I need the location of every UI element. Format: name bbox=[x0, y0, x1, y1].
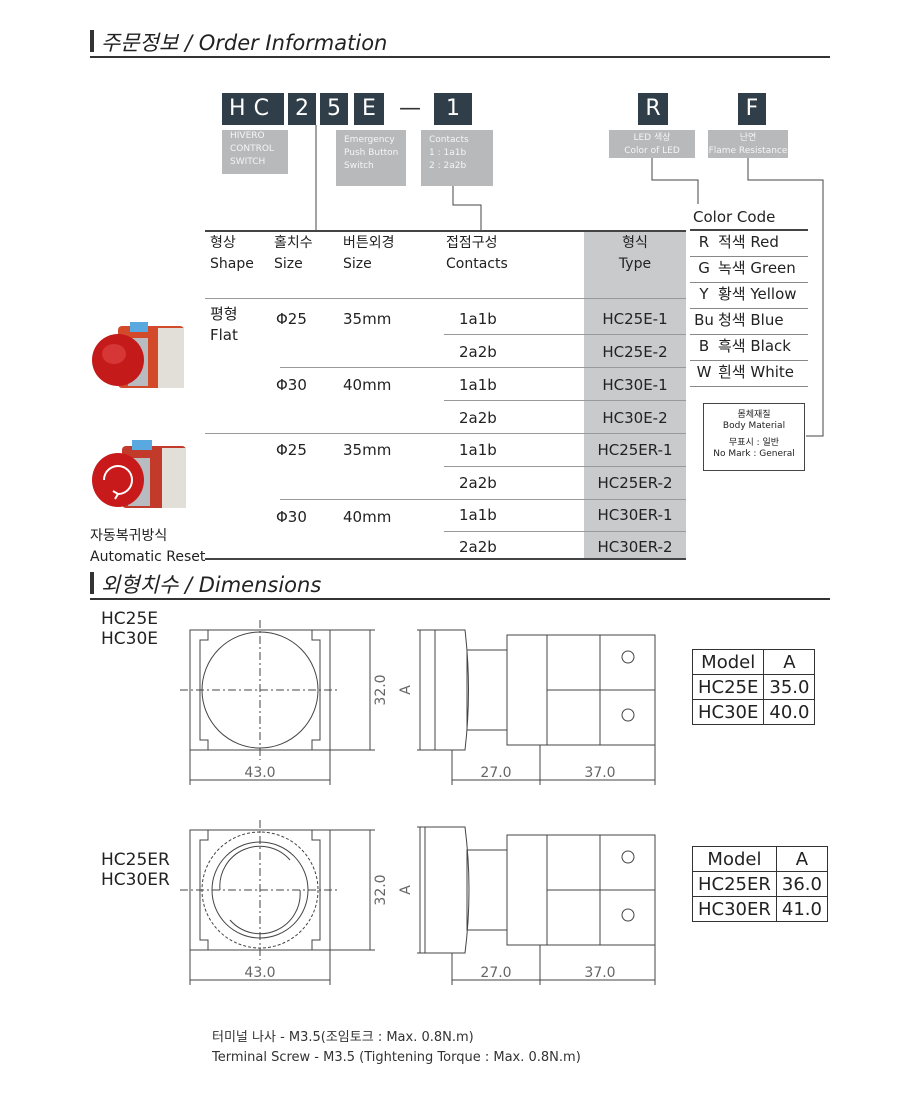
dim2-d2: 37.0 bbox=[584, 965, 615, 981]
code-1: 1 bbox=[434, 93, 472, 125]
code-2: 2 bbox=[288, 93, 316, 125]
table-header: Model bbox=[692, 846, 777, 872]
code-dash: — bbox=[399, 96, 421, 121]
dim1-a: A bbox=[398, 685, 414, 695]
cell-contact: 2a2b bbox=[459, 538, 497, 556]
cell-contact: 1a1b bbox=[459, 310, 497, 328]
row-sep bbox=[444, 400, 686, 401]
cell-hole: Φ25 bbox=[276, 441, 307, 459]
section-bar-dimensions bbox=[90, 572, 94, 594]
table-bottom-rule bbox=[205, 558, 686, 560]
row-sep bbox=[444, 531, 686, 532]
cell-contact: 2a2b bbox=[459, 343, 497, 361]
cell-type: HC30ER-1 bbox=[597, 506, 673, 524]
body-material-box: 몸체재질 Body Material 무표시 : 일반 No Mark : Ge… bbox=[703, 403, 805, 471]
terminal-screw-note: 터미널 나사 - M3.5(조임토크 : Max. 0.8N.m) Termin… bbox=[212, 1030, 581, 1065]
table-top-rule bbox=[205, 230, 686, 232]
code-e: E bbox=[354, 93, 384, 125]
cell-type: HC25ER-2 bbox=[597, 474, 673, 492]
dimensions-section-title: 외형치수 / Dimensions bbox=[101, 573, 322, 597]
cell-hole: Φ30 bbox=[276, 376, 307, 394]
dim1-width: 43.0 bbox=[244, 765, 275, 781]
cell-button: 35mm bbox=[343, 441, 392, 459]
cell-type: HC25ER-1 bbox=[597, 441, 673, 459]
cell-contact: 1a1b bbox=[459, 376, 497, 394]
cell-type: HC30ER-2 bbox=[597, 538, 673, 556]
row-sep bbox=[444, 334, 686, 335]
cell-contact: 2a2b bbox=[459, 409, 497, 427]
dim2-drawing: 43.0 32.0 A 27.0 37.0 bbox=[180, 820, 656, 985]
flat-button-photo bbox=[92, 322, 184, 388]
color-code-title: Color Code bbox=[693, 208, 776, 226]
table-header: A bbox=[763, 649, 816, 675]
dim1-d2: 37.0 bbox=[584, 765, 615, 781]
dim2-a: A bbox=[398, 885, 414, 895]
row-sep bbox=[280, 499, 686, 500]
row-sep bbox=[444, 466, 686, 467]
table-header: Model bbox=[691, 649, 765, 675]
dim1-d1: 27.0 bbox=[480, 765, 511, 781]
cell-contact: 2a2b bbox=[459, 474, 497, 492]
type-column bbox=[584, 231, 686, 558]
row-sep bbox=[205, 433, 686, 434]
code-5: 5 bbox=[320, 93, 348, 125]
cell-contact: 1a1b bbox=[459, 441, 497, 459]
table-header-rule bbox=[205, 298, 686, 299]
row-sep bbox=[280, 367, 686, 368]
cell-type: HC30E-2 bbox=[602, 409, 668, 427]
reset-button-photo bbox=[92, 440, 186, 508]
dimensions-section-rule bbox=[90, 598, 830, 600]
order-section-title: 주문정보 / Order Information bbox=[101, 31, 388, 55]
code-r: R bbox=[638, 93, 668, 125]
cell-type: HC25E-1 bbox=[602, 310, 668, 328]
cell-button: 35mm bbox=[343, 310, 392, 328]
cell-hole: Φ30 bbox=[276, 508, 307, 526]
dim2-height: 32.0 bbox=[373, 874, 389, 905]
dim2-width: 43.0 bbox=[244, 965, 275, 981]
code-f: F bbox=[738, 93, 766, 125]
cell-type: HC30E-1 bbox=[602, 376, 668, 394]
cell-contact: 1a1b bbox=[459, 506, 497, 524]
section-bar-order bbox=[90, 30, 94, 52]
code-hc: HC bbox=[222, 93, 284, 125]
dim1-drawing: 43.0 32.0 A 27.0 37.0 bbox=[180, 620, 656, 785]
order-section-rule bbox=[90, 56, 830, 58]
dim1-height: 32.0 bbox=[373, 674, 389, 705]
cell-button: 40mm bbox=[343, 508, 392, 526]
dim2-d1: 27.0 bbox=[480, 965, 511, 981]
table-header: A bbox=[775, 846, 828, 872]
cell-button: 40mm bbox=[343, 376, 392, 394]
cell-hole: Φ25 bbox=[276, 310, 307, 328]
connector-lines bbox=[315, 125, 824, 437]
cell-type: HC25E-2 bbox=[602, 343, 668, 361]
